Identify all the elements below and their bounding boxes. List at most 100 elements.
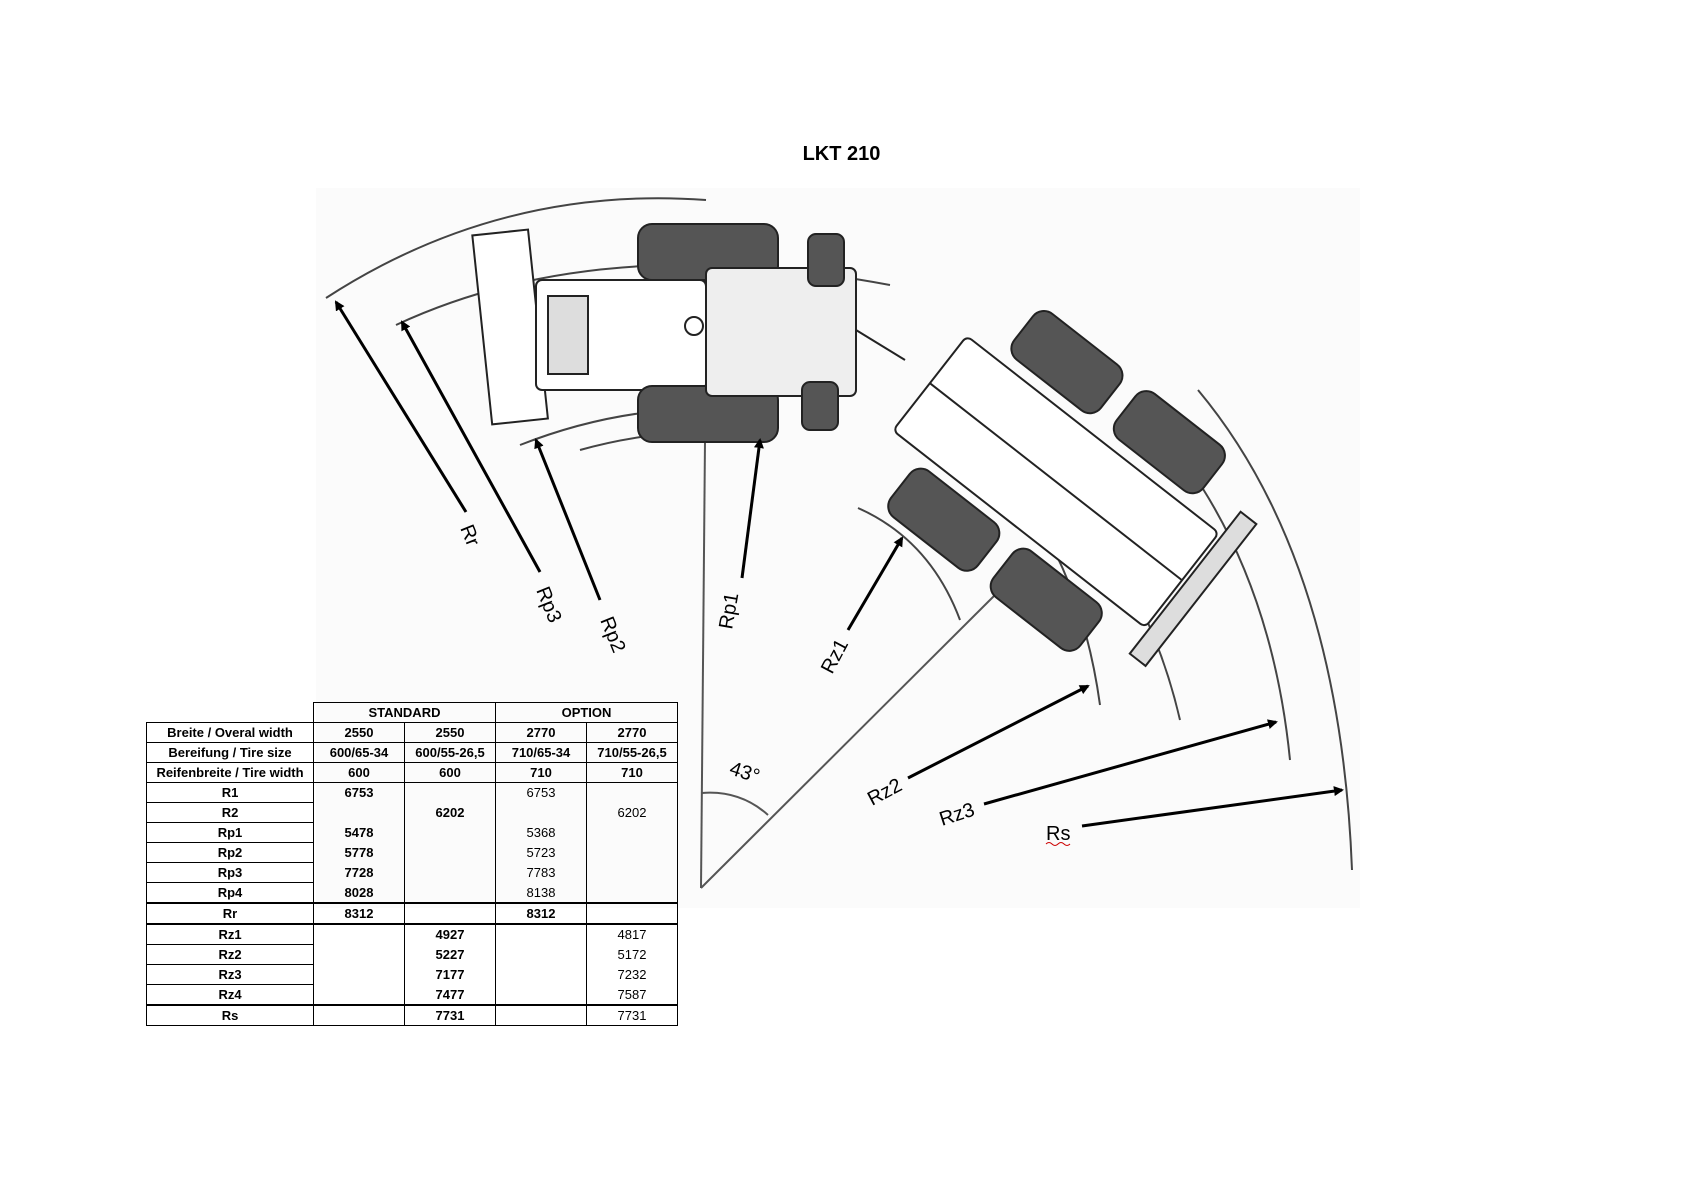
table-cell bbox=[586, 862, 678, 883]
table-cell: 7177 bbox=[404, 964, 496, 985]
table-cell bbox=[404, 842, 496, 863]
table-row: Rz3 7177 7232 bbox=[146, 964, 678, 985]
table-row: R1 6753 6753 bbox=[146, 782, 678, 803]
arc-rr bbox=[325, 197, 707, 299]
label-rs: Rs bbox=[1046, 823, 1070, 845]
table-cell: 7477 bbox=[404, 984, 496, 1006]
table-row: Rp4 8028 8138 bbox=[146, 882, 678, 904]
arrow-rp1 bbox=[740, 438, 764, 579]
table-cell bbox=[586, 822, 678, 843]
table-cell: 710 bbox=[495, 762, 587, 783]
trailer-tire-1 bbox=[1010, 310, 1124, 415]
drawbar bbox=[855, 329, 906, 361]
row-label: Rp3 bbox=[146, 862, 314, 883]
table-cell: 600/55-26,5 bbox=[404, 742, 496, 763]
row-label: Rp1 bbox=[146, 822, 314, 843]
arrow-rr bbox=[334, 300, 468, 513]
table-cell: 5227 bbox=[404, 944, 496, 965]
radius-arrows bbox=[334, 300, 1344, 828]
table-cell bbox=[586, 782, 678, 803]
arrow-rp2 bbox=[534, 438, 602, 601]
table-cell bbox=[404, 782, 496, 803]
engine-hood bbox=[705, 267, 857, 397]
row-label: Rz1 bbox=[146, 923, 314, 945]
table-cell bbox=[495, 964, 587, 985]
row-label: R1 bbox=[146, 782, 314, 803]
arc-rz1 bbox=[857, 507, 961, 621]
table-row: Rp1 5478 5368 bbox=[146, 822, 678, 843]
table-cell bbox=[313, 944, 405, 965]
table-row: Rz4 7477 7587 bbox=[146, 984, 678, 1006]
table-cell: 4817 bbox=[586, 923, 678, 945]
trailer-tire-4 bbox=[989, 547, 1103, 652]
table-cell: 600 bbox=[313, 762, 405, 783]
table-cell bbox=[586, 902, 678, 925]
row-label: R2 bbox=[146, 802, 314, 823]
table-cell: 8138 bbox=[495, 882, 587, 904]
table-row: Rz1 4927 4817 bbox=[146, 923, 678, 945]
table-cell: 710 bbox=[586, 762, 678, 783]
row-label: Rz4 bbox=[146, 984, 314, 1006]
turning-radius-table: STANDARD OPTION Breite / Overal width 25… bbox=[146, 702, 678, 1026]
table-header-row: STANDARD OPTION bbox=[147, 702, 678, 723]
arc-rs bbox=[1197, 389, 1353, 871]
row-label: Reifenbreite / Tire width bbox=[146, 762, 314, 783]
table-cell: 5368 bbox=[495, 822, 587, 843]
table-row: Rp2 5778 5723 bbox=[146, 842, 678, 863]
cab-window bbox=[547, 295, 589, 375]
table-row: Rs 7731 7731 bbox=[146, 1004, 678, 1026]
row-label: Rp2 bbox=[146, 842, 314, 863]
group-header-option: OPTION bbox=[495, 702, 678, 723]
table-cell: 710/55-26,5 bbox=[586, 742, 678, 763]
table-cell: 4927 bbox=[404, 923, 496, 945]
table-cell bbox=[495, 923, 587, 945]
trailer-rear-bar bbox=[1128, 510, 1258, 668]
rear-wheel-small-top bbox=[807, 233, 845, 287]
table-cell: 7731 bbox=[586, 1004, 678, 1026]
trailer bbox=[887, 310, 1258, 668]
table-cell: 2550 bbox=[404, 722, 496, 743]
trailer-axle bbox=[929, 382, 1183, 582]
tractor bbox=[471, 223, 906, 443]
row-label: Rp4 bbox=[146, 882, 314, 904]
table-cell: 5172 bbox=[586, 944, 678, 965]
row-label: Rz2 bbox=[146, 944, 314, 965]
table-cell bbox=[313, 964, 405, 985]
table-cell: 2770 bbox=[586, 722, 678, 743]
table-cell bbox=[495, 802, 587, 823]
table-cell: 8028 bbox=[313, 882, 405, 904]
table-row: Rp3 7728 7783 bbox=[146, 862, 678, 883]
table-cell: 8312 bbox=[313, 902, 405, 925]
page-title: LKT 210 bbox=[802, 143, 881, 165]
table-row: Bereifung / Tire size 600/65-34 600/55-2… bbox=[146, 742, 678, 763]
table-cell bbox=[495, 1004, 587, 1026]
table-cell: 2770 bbox=[495, 722, 587, 743]
table-cell bbox=[313, 802, 405, 823]
table-cell: 600/65-34 bbox=[313, 742, 405, 763]
pivot-line-angled bbox=[700, 589, 1001, 889]
table-cell: 6753 bbox=[313, 782, 405, 803]
table-cell: 5778 bbox=[313, 842, 405, 863]
table-cell bbox=[313, 984, 405, 1006]
table-row: Reifenbreite / Tire width 600 600 710 71… bbox=[146, 762, 678, 783]
rear-wheel-small-bottom bbox=[801, 381, 839, 431]
table-cell: 2550 bbox=[313, 722, 405, 743]
table-cell bbox=[313, 923, 405, 945]
pivot-line-vertical bbox=[700, 439, 706, 889]
table-cell bbox=[404, 882, 496, 904]
table-row: Rz2 5227 5172 bbox=[146, 944, 678, 965]
row-label: Breite / Overal width bbox=[146, 722, 314, 743]
table-cell: 7783 bbox=[495, 862, 587, 883]
trailer-tire-3 bbox=[887, 467, 1001, 572]
arrow-rp3 bbox=[400, 320, 542, 573]
table-row: Rr 8312 8312 bbox=[146, 902, 678, 925]
trailer-tire-2 bbox=[1112, 390, 1226, 495]
table-cell: 7587 bbox=[586, 984, 678, 1006]
table-cell bbox=[495, 984, 587, 1006]
table-corner bbox=[147, 703, 314, 723]
table-cell bbox=[404, 902, 496, 925]
row-label: Rr bbox=[146, 902, 314, 925]
table-cell: 6202 bbox=[586, 802, 678, 823]
spellcheck-underline bbox=[1045, 842, 1071, 846]
table-cell: 710/65-34 bbox=[495, 742, 587, 763]
